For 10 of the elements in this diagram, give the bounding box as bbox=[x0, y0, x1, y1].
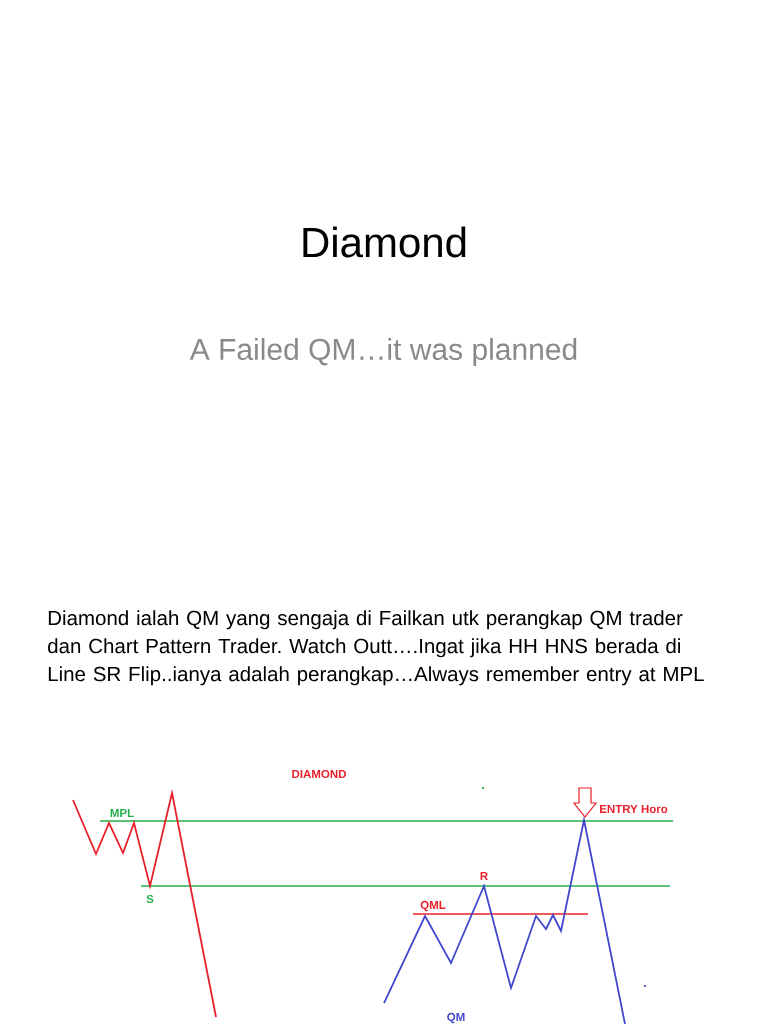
chart-label: QML bbox=[420, 900, 446, 912]
chart-label: R bbox=[480, 872, 488, 880]
title: Diamond bbox=[303, 226, 466, 258]
chart-label: DIAMOND bbox=[292, 769, 346, 779]
chart-label: ENTRY Horo bbox=[600, 805, 668, 813]
chart-label: S bbox=[146, 894, 154, 904]
body-text: Diamond ialah QM yang sengaja di Failkan utk perangkap QM trader dan Chart Pattern Trader. Watch Outt….Ingat jika HH HNS berada di Line SR Flip..ianya adalah perangkap…Always remember entry at MPL bbox=[48, 610, 704, 686]
chart-label: MPL bbox=[110, 809, 134, 817]
chart-label: QM bbox=[447, 1012, 465, 1024]
subtitle: A Failed QM…it was planned bbox=[189, 338, 577, 366]
